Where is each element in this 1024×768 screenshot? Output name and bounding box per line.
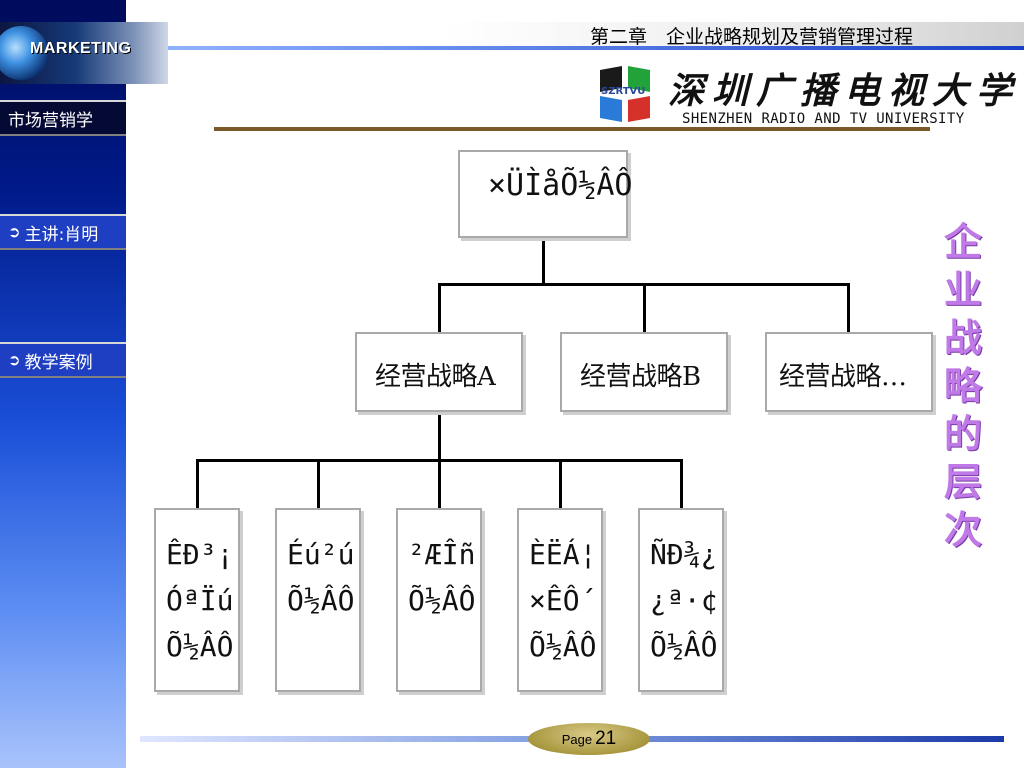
functional-strategy-box: ÊÐ³¡ ÓªÏú Õ½ÂÔ <box>154 508 240 692</box>
box-label: ×ÜÌåÕ½ÂÔ <box>488 168 633 203</box>
box-label: 经营战略A <box>375 362 496 392</box>
connector-to-a <box>438 283 441 333</box>
box-label: ÑÐ¾¿ ¿ª·¢ Õ½ÂÔ <box>650 538 718 663</box>
connector-to-leaf-5 <box>680 459 683 509</box>
side-title: 企 业 战 略 的 层 次 <box>938 218 988 554</box>
functional-strategy-box: Éú²ú Õ½ÂÔ <box>275 508 361 692</box>
circle-arrow-icon: ➲ <box>8 223 21 241</box>
header-rule <box>168 46 1024 50</box>
business-strategy-more-box: 经营战略… <box>765 332 933 412</box>
connector-to-c <box>847 283 850 333</box>
course-title: 市场营销学 <box>0 100 126 136</box>
side-title-char: 次 <box>943 507 982 552</box>
emblem-square-red <box>628 96 650 122</box>
nav-item-label: 教学案例 <box>24 352 93 373</box>
page-indicator: Page 21 <box>528 723 650 755</box>
side-title-char: 业 <box>943 267 982 312</box>
emblem-square-blue <box>600 96 622 122</box>
marketing-logo: MARKETING <box>0 22 168 84</box>
nav-item-label: 主讲:肖明 <box>24 224 99 245</box>
corporate-strategy-box: ×ÜÌåÕ½ÂÔ <box>458 150 633 238</box>
side-title-char: 层 <box>943 459 982 504</box>
box-label: Éú²ú Õ½ÂÔ <box>287 538 355 617</box>
box-label: ÈËÁ¦ ×ÊÔ´ Õ½ÂÔ <box>529 538 597 663</box>
connector-to-leaf-2 <box>317 459 320 509</box>
side-title-char: 的 <box>943 411 982 456</box>
box-label: ²ÆÎñ Õ½ÂÔ <box>408 538 476 617</box>
functional-strategy-box: ²ÆÎñ Õ½ÂÔ <box>396 508 482 692</box>
connector-root-down <box>542 236 545 284</box>
connector-to-b <box>643 283 646 333</box>
nav-item-lecturer[interactable]: ➲ 主讲:肖明 <box>0 214 126 250</box>
nav-item-cases[interactable]: ➲ 教学案例 <box>0 342 126 378</box>
side-title-char: 略 <box>943 363 982 408</box>
functional-strategy-box: ÈËÁ¦ ×ÊÔ´ Õ½ÂÔ <box>517 508 603 692</box>
business-strategy-a-box: 经营战略A <box>355 332 523 412</box>
page-number: 21 <box>595 728 617 749</box>
university-name-en: SHENZHEN RADIO AND TV UNIVERSITY <box>682 111 965 127</box>
business-strategy-b-box: 经营战略B <box>560 332 728 412</box>
divider-rule <box>214 127 930 131</box>
connector-to-leaf-3 <box>438 459 441 509</box>
functional-strategy-box: ÑÐ¾¿ ¿ª·¢ Õ½ÂÔ <box>638 508 724 692</box>
circle-arrow-icon: ➲ <box>8 351 21 369</box>
box-label: ÊÐ³¡ ÓªÏú Õ½ÂÔ <box>166 538 234 663</box>
header-band <box>440 22 1024 46</box>
course-title-label: 市场营销学 <box>8 110 93 131</box>
chapter-title: 第二章 企业战略规划及营销管理过程 <box>590 26 914 48</box>
box-label: 经营战略… <box>779 362 907 392</box>
connector-to-leaf-4 <box>559 459 562 509</box>
logo-text: MARKETING <box>30 40 132 57</box>
page-label: Page <box>561 731 593 747</box>
side-title-char: 企 <box>943 219 982 264</box>
connector-to-leaf-1 <box>196 459 199 509</box>
university-emblem: SZRTVU <box>598 66 656 124</box>
side-title-char: 战 <box>943 315 982 360</box>
emblem-abbr: SZRTVU <box>601 86 646 97</box>
box-label: 经营战略B <box>580 362 701 392</box>
globe-icon <box>0 26 48 80</box>
university-name-cn: 深圳广播电视大学 <box>668 70 1021 112</box>
connector-a-down <box>438 412 441 460</box>
